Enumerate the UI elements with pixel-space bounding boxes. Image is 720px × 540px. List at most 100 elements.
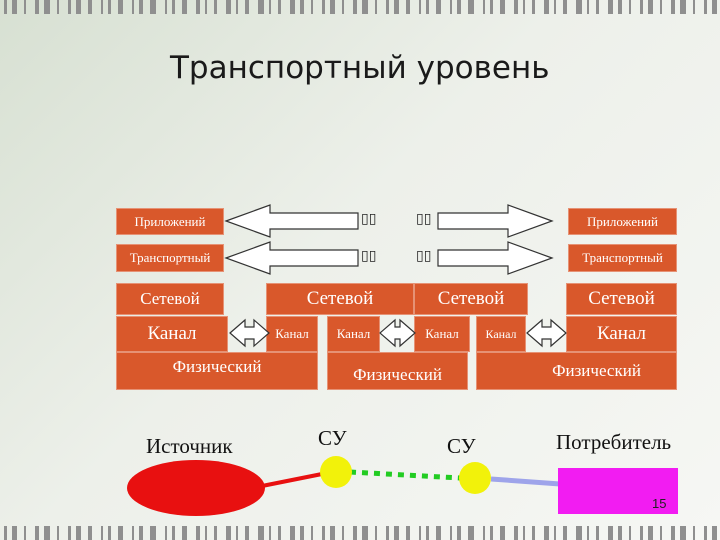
stripe-bar: [139, 0, 143, 14]
stripe-bar: [554, 526, 556, 540]
middle-physical-layer: Физический: [327, 352, 468, 390]
stripe-bar: [587, 526, 589, 540]
stripe-bar: [118, 526, 123, 540]
stripe-bar: [544, 0, 549, 14]
stripe-bar: [322, 0, 325, 14]
link-arrow-right: [526, 318, 567, 348]
stripe-bar: [182, 0, 187, 14]
left-network-layer: Сетевой: [116, 283, 224, 315]
switch1-network-layer: Сетевой: [266, 283, 414, 315]
stripe-bar: [426, 0, 429, 14]
switch1-node: [320, 456, 352, 488]
stripe-bar: [608, 0, 613, 14]
stripe-bar: [226, 0, 231, 14]
right-transport-label: Транспортный: [582, 250, 663, 265]
stripe-bar: [258, 0, 264, 14]
switch2-network-layer: Сетевой: [414, 283, 528, 315]
left-physical-label: Физический: [172, 357, 262, 376]
stripe-bar: [544, 526, 549, 540]
stripe-bar: [278, 0, 281, 14]
stripe-bar: [24, 526, 26, 540]
switch2-datalink-right-label: Канал: [485, 326, 517, 341]
stripe-bar: [596, 526, 599, 540]
stripe-bar: [150, 526, 156, 540]
stripe-bar: [629, 526, 631, 540]
switch2-datalink-right: Канал: [476, 316, 526, 352]
stripe-bar: [322, 526, 325, 540]
transport-arrow-glyph-left: ▯▯: [361, 248, 377, 264]
stripe-bar: [12, 526, 17, 540]
stripe-bar: [290, 0, 295, 14]
stripe-bar: [618, 0, 622, 14]
stripe-bar: [236, 0, 238, 14]
stripe-bar: [436, 526, 441, 540]
stripe-bar: [596, 0, 599, 14]
stripe-bar: [457, 526, 461, 540]
stripe-bar: [311, 0, 313, 14]
stripe-bar: [500, 526, 505, 540]
top-stripe-decoration: [0, 0, 720, 14]
stripe-bar: [101, 0, 103, 14]
stripe-bar: [419, 0, 421, 14]
switch1-datalink-right-label: Канал: [336, 326, 371, 341]
stripe-bar: [132, 526, 134, 540]
stripe-bar: [57, 526, 59, 540]
stripe-bar: [640, 526, 643, 540]
stripe-bar: [245, 526, 249, 540]
source-node: [127, 460, 265, 516]
stripe-bar: [108, 0, 111, 14]
left-transport-label: Транспортный: [129, 250, 211, 265]
stripe-bar: [693, 0, 695, 14]
switch2-to-consumer-link: [490, 476, 561, 487]
stripe-bar: [353, 0, 357, 14]
stripe-bar: [35, 0, 39, 14]
stripe-bar: [386, 0, 389, 14]
stripe-bar: [108, 526, 111, 540]
left-physical-layer: Физический: [116, 352, 318, 390]
stripe-bar: [76, 0, 81, 14]
stripe-bar: [342, 526, 344, 540]
stripe-bar: [44, 526, 50, 540]
stripe-bar: [587, 0, 589, 14]
stripe-bar: [353, 526, 357, 540]
stripe-bar: [172, 0, 175, 14]
stripe-bar: [214, 0, 217, 14]
stripe-bar: [311, 526, 313, 540]
link-arrow-middle: [379, 318, 416, 348]
stripe-bar: [483, 0, 485, 14]
stripe-bar: [618, 526, 622, 540]
right-application-label: Приложений: [587, 213, 658, 229]
stripe-bar: [426, 526, 429, 540]
consumer-node: [558, 468, 678, 514]
stripe-bar: [245, 0, 249, 14]
stripe-bar: [660, 526, 662, 540]
stripe-bar: [76, 526, 81, 540]
stripe-bar: [362, 526, 368, 540]
right-physical-layer: Физический: [476, 352, 677, 390]
transport-arrow-glyph-right: ▯▯: [416, 248, 432, 264]
left-datalink-layer: Канал: [116, 316, 228, 352]
stripe-bar: [406, 526, 410, 540]
stripe-bar: [88, 526, 92, 540]
stripe-bar: [523, 0, 525, 14]
stripe-bar: [205, 526, 207, 540]
stripe-bar: [300, 0, 304, 14]
stripe-bar: [35, 526, 39, 540]
stripe-bar: [704, 0, 707, 14]
stripe-bar: [172, 526, 175, 540]
stripe-bar: [394, 526, 399, 540]
stripe-bar: [490, 0, 493, 14]
stripe-bar: [269, 0, 271, 14]
switch2-network-label: Сетевой: [437, 288, 505, 309]
stripe-bar: [342, 0, 344, 14]
switch1-to-switch2-link: [349, 469, 461, 481]
switch1-label: СУ: [318, 426, 347, 450]
right-datalink-label: Канал: [596, 323, 647, 344]
stripe-bar: [576, 0, 582, 14]
stripe-bar: [330, 0, 335, 14]
stripe-bar: [57, 0, 59, 14]
right-datalink-layer: Канал: [566, 316, 677, 352]
app-arrow-glyph-left: ▯▯: [361, 211, 377, 227]
stripe-bar: [671, 526, 675, 540]
